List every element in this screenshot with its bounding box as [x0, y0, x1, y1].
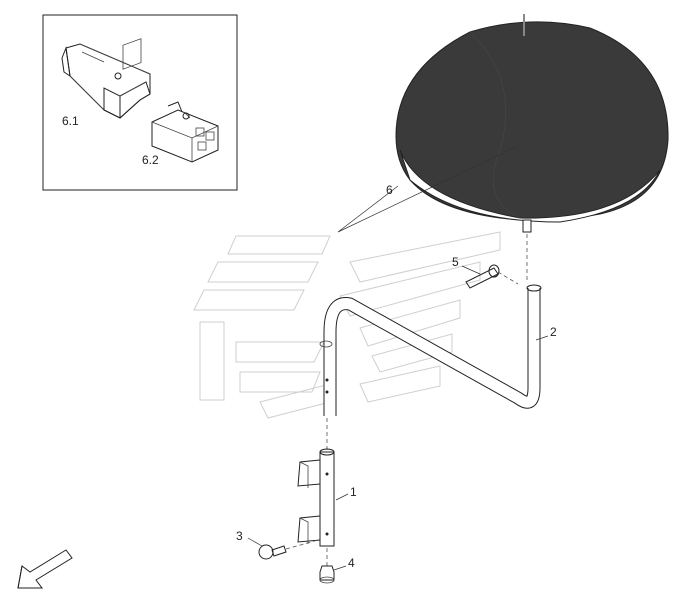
callout-1: 1: [350, 485, 357, 499]
callout-4: 4: [348, 556, 355, 570]
callout-6: 6: [386, 183, 393, 197]
connector-inset: 6.1 6.2: [42, 14, 238, 191]
leader-3: [247, 537, 263, 547]
watermark-logo: [193, 231, 501, 419]
leader-1: [335, 493, 349, 501]
mounting-bracket-part-1: [297, 448, 335, 547]
direction-arrow-icon: [17, 549, 73, 589]
knob-screw-part-3: [258, 539, 319, 560]
leader-2: [535, 335, 549, 341]
callout-6-1: 6.1: [62, 114, 79, 128]
pin-part-5: [465, 264, 519, 289]
callout-2: 2: [550, 325, 557, 339]
callout-5: 5: [452, 255, 459, 269]
leader-4: [333, 565, 347, 571]
end-cap-part-4: [319, 548, 335, 584]
socket-insert-part-6-2: [151, 101, 219, 163]
callout-6-2: 6.2: [142, 153, 159, 167]
bent-pipe-part-2: [319, 284, 542, 416]
plug-housing-part-6-1: [61, 38, 151, 119]
leader-6: [337, 145, 519, 233]
inset-frame: [42, 14, 238, 191]
leader-5: [461, 265, 481, 275]
callout-3: 3: [236, 529, 243, 543]
lamp-dome-part-6: [395, 14, 669, 233]
